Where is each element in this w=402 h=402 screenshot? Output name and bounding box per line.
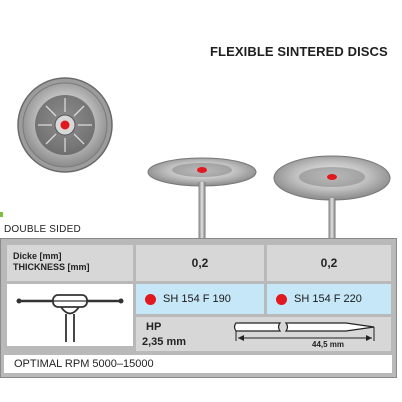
spec-table: Dicke [mm] THICKNESS [mm] 0,2 0,2 SH 154… <box>0 238 397 378</box>
product-code-1-text: SH 154 F 190 <box>163 293 231 305</box>
disc-front-view <box>17 77 113 173</box>
rpm-note: OPTIMAL RPM 5000–15000 <box>4 355 392 373</box>
shank-type: HP <box>146 321 162 333</box>
shank-dimension-icon <box>233 322 375 341</box>
thickness-label-cell: Dicke [mm] THICKNESS [mm] <box>7 245 133 281</box>
shank-length: 44,5 mm <box>312 340 345 349</box>
product-label: DOUBLE SIDED <box>4 224 81 235</box>
thickness-value-1: 0,2 <box>136 245 264 281</box>
red-dot-icon <box>276 293 287 305</box>
indicator-mark <box>0 212 3 217</box>
product-code-2-text: SH 154 F 220 <box>294 293 362 305</box>
thickness-label-en: THICKNESS [mm] <box>13 262 90 272</box>
page-title: FLEXIBLE SINTERED DISCS <box>210 44 388 59</box>
product-code-2: SH 154 F 220 <box>267 284 391 314</box>
shank-diameter: 2,35 mm <box>142 336 187 348</box>
red-dot-icon <box>145 293 156 305</box>
thickness-label-de: Dicke [mm] <box>13 251 62 261</box>
thickness-value-2: 0,2 <box>267 245 391 281</box>
disc-side-view-190 <box>147 157 257 238</box>
disc-profile-cell <box>7 284 133 346</box>
shank-row: HP 2,35 mm 44,5 mm <box>136 317 391 351</box>
disc-side-view-220 <box>273 155 391 238</box>
product-illustration <box>17 77 391 238</box>
disc-profile-icon <box>16 294 124 342</box>
product-code-1: SH 154 F 190 <box>136 284 264 314</box>
